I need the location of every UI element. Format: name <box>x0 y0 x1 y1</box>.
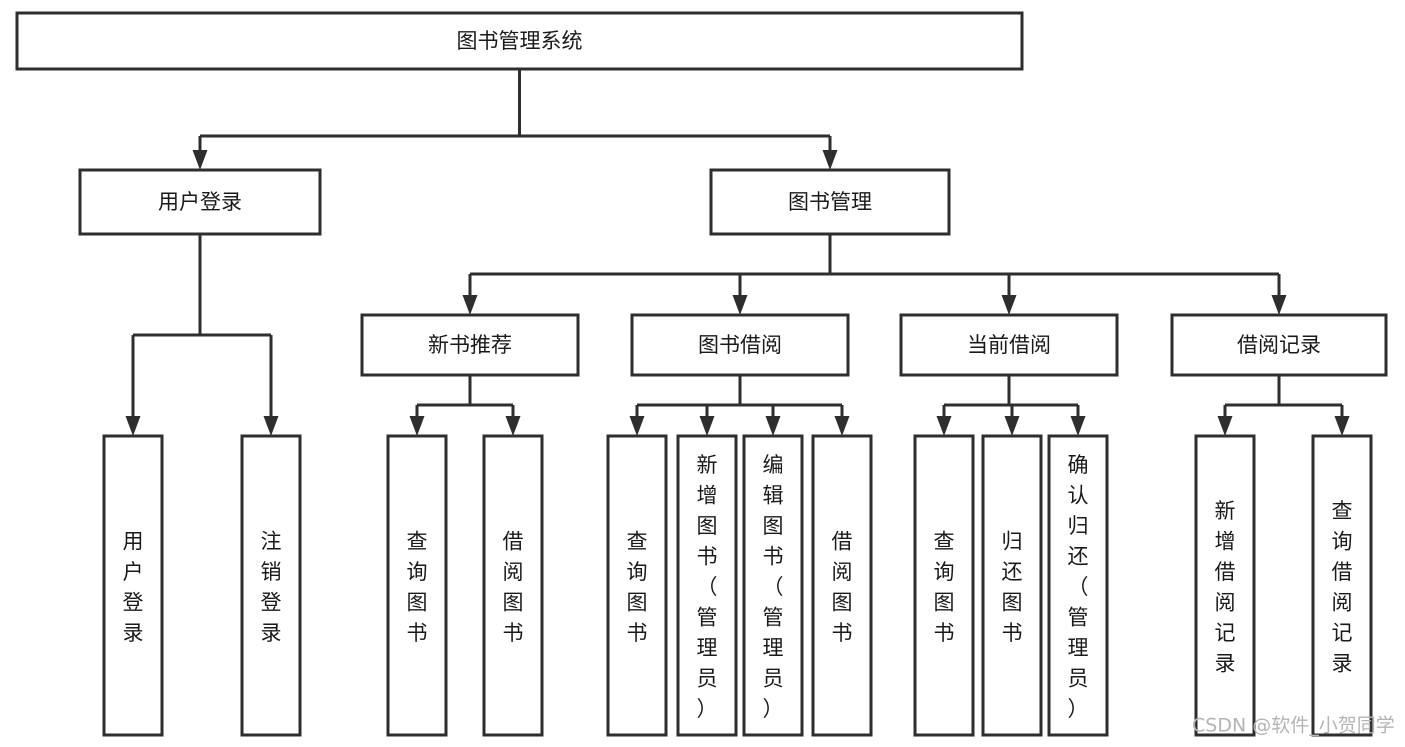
node-leaf-return-book[interactable]: 归还图书 <box>981 434 1043 737</box>
node-label-leaf-query-borrow-record: 查询借阅记录 <box>1332 499 1353 676</box>
node-label-book-manage: 图书管理 <box>788 190 872 214</box>
node-leaf-add-borrow-record[interactable]: 新增借阅记录 <box>1194 434 1256 737</box>
node-leaf-user-login[interactable]: 用户登录 <box>102 434 164 737</box>
watermark-layer: CSDN @软件_小贺同学 <box>1192 715 1395 737</box>
node-user-login[interactable]: 用户登录 <box>78 168 322 236</box>
node-label-leaf-user-logout: 注销登录 <box>261 529 282 645</box>
node-box-leaf-query-borrow-record[interactable] <box>1311 434 1373 737</box>
node-book-manage[interactable]: 图书管理 <box>709 168 951 236</box>
node-label-borrow-record: 借阅记录 <box>1237 333 1321 357</box>
node-leaf-user-logout[interactable]: 注销登录 <box>240 434 302 737</box>
node-leaf-borrow-book-rec[interactable]: 借阅图书 <box>482 434 544 737</box>
node-box-leaf-edit-book[interactable] <box>742 434 804 737</box>
node-box-leaf-add-borrow-record[interactable] <box>1194 434 1256 737</box>
node-leaf-query-borrow-record[interactable]: 查询借阅记录 <box>1311 434 1373 737</box>
node-box-leaf-query-book-borrow[interactable] <box>606 434 668 737</box>
node-label-book-borrow: 图书借阅 <box>698 333 782 357</box>
node-new-book-rec[interactable]: 新书推荐 <box>360 313 580 377</box>
node-label-root: 图书管理系统 <box>457 29 583 53</box>
node-box-root[interactable] <box>15 11 1024 71</box>
node-label-user-login: 用户登录 <box>158 190 242 214</box>
node-label-leaf-add-borrow-record: 新增借阅记录 <box>1215 499 1236 676</box>
node-label-leaf-user-login: 用户登录 <box>123 529 144 645</box>
node-label-leaf-query-book-current: 查询图书 <box>934 529 955 645</box>
edge-layer <box>125 69 1350 436</box>
node-box-borrow-record[interactable] <box>1170 313 1388 377</box>
node-label-new-book-rec: 新书推荐 <box>428 333 512 357</box>
node-leaf-edit-book[interactable]: 编辑图书（管理员） <box>742 434 804 737</box>
node-box-leaf-return-book[interactable] <box>981 434 1043 737</box>
node-leaf-query-book-borrow[interactable]: 查询图书 <box>606 434 668 737</box>
node-borrow-record[interactable]: 借阅记录 <box>1170 313 1388 377</box>
node-box-leaf-query-book-rec[interactable] <box>386 434 448 737</box>
node-box-book-manage[interactable] <box>709 168 951 236</box>
node-layer: 图书管理系统用户登录图书管理新书推荐图书借阅当前借阅借阅记录用户登录注销登录查询… <box>15 11 1388 737</box>
node-current-borrow[interactable]: 当前借阅 <box>899 313 1119 377</box>
node-label-leaf-edit-book: 编辑图书（管理员） <box>763 453 784 721</box>
node-box-leaf-query-book-current[interactable] <box>913 434 975 737</box>
node-box-leaf-borrow-book-rec[interactable] <box>482 434 544 737</box>
node-box-leaf-confirm-return[interactable] <box>1047 434 1109 737</box>
node-box-user-login[interactable] <box>78 168 322 236</box>
node-leaf-query-book-current[interactable]: 查询图书 <box>913 434 975 737</box>
node-root[interactable]: 图书管理系统 <box>15 11 1024 71</box>
node-leaf-query-book-rec[interactable]: 查询图书 <box>386 434 448 737</box>
node-label-leaf-query-book-rec: 查询图书 <box>407 529 428 645</box>
node-book-borrow[interactable]: 图书借阅 <box>630 313 850 377</box>
node-label-leaf-borrow-book-rec: 借阅图书 <box>503 529 524 645</box>
node-box-leaf-borrow-book[interactable] <box>811 434 873 737</box>
node-box-leaf-user-logout[interactable] <box>240 434 302 737</box>
node-label-leaf-query-book-borrow: 查询图书 <box>627 529 648 645</box>
node-label-leaf-return-book: 归还图书 <box>1002 529 1023 645</box>
node-leaf-add-book[interactable]: 新增图书（管理员） <box>676 434 738 737</box>
node-box-leaf-user-login[interactable] <box>102 434 164 737</box>
node-leaf-confirm-return[interactable]: 确认归还（管理员） <box>1047 434 1109 737</box>
node-box-new-book-rec[interactable] <box>360 313 580 377</box>
node-box-current-borrow[interactable] <box>899 313 1119 377</box>
csdn-watermark: CSDN @软件_小贺同学 <box>1192 715 1395 737</box>
node-label-leaf-confirm-return: 确认归还（管理员） <box>1068 453 1089 721</box>
node-label-leaf-add-book: 新增图书（管理员） <box>697 453 718 721</box>
node-label-leaf-borrow-book: 借阅图书 <box>832 529 853 645</box>
node-label-current-borrow: 当前借阅 <box>967 333 1051 357</box>
node-leaf-borrow-book[interactable]: 借阅图书 <box>811 434 873 737</box>
node-box-leaf-add-book[interactable] <box>676 434 738 737</box>
node-box-book-borrow[interactable] <box>630 313 850 377</box>
